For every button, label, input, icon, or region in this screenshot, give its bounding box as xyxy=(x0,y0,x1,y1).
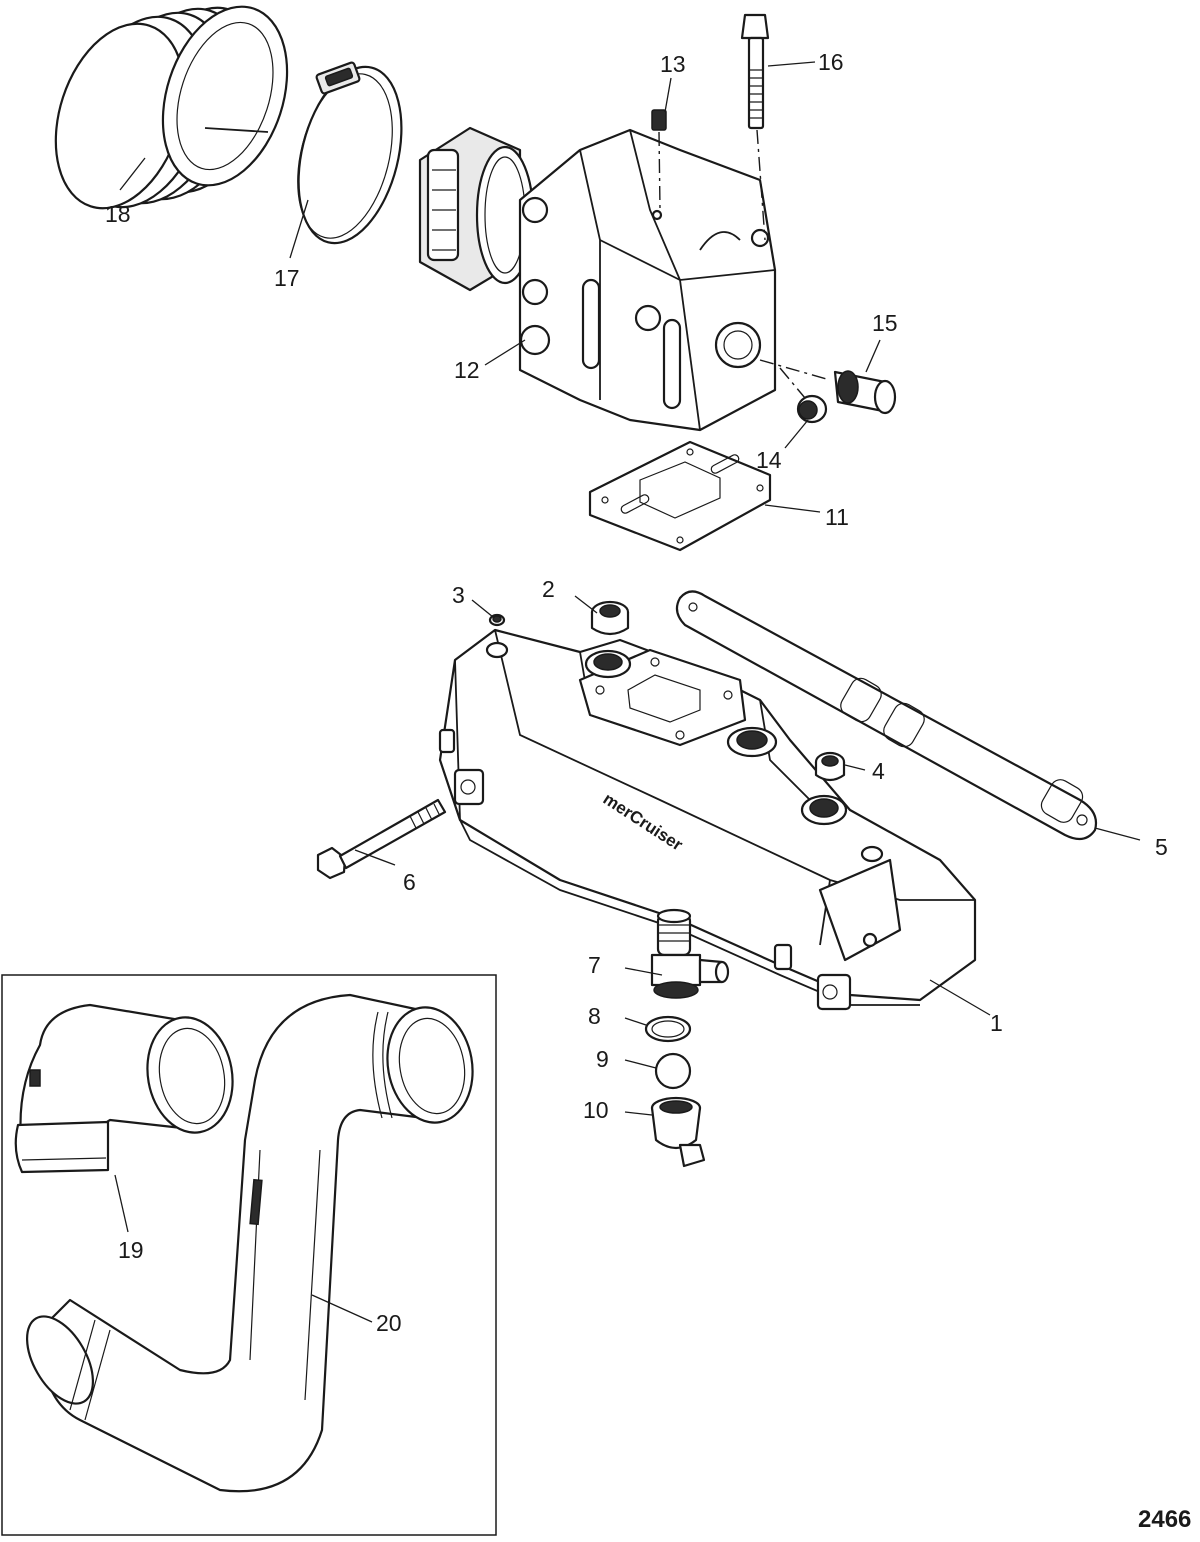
callout-15: 15 xyxy=(872,310,898,336)
part-19-elbow-hose xyxy=(14,1003,234,1174)
part-5-manifold-gasket xyxy=(675,590,1098,841)
callout-14: 14 xyxy=(756,447,782,473)
callout-9: 9 xyxy=(596,1046,609,1072)
part-4-plug xyxy=(814,751,846,782)
callout-11: 11 xyxy=(825,504,849,530)
part-15-hose-fitting xyxy=(759,359,897,415)
part-2-plug xyxy=(590,600,630,636)
part-7-drain-tee xyxy=(650,908,730,999)
figure-id: 2466 xyxy=(1138,1506,1191,1533)
callout-10: 10 xyxy=(583,1097,609,1123)
callout-labels: 1 2 3 4 5 6 7 8 9 10 11 12 13 14 15 16 1… xyxy=(105,49,1168,1336)
part-17-hose-clamp xyxy=(297,61,403,245)
callout-19: 19 xyxy=(118,1237,144,1263)
callout-6: 6 xyxy=(403,869,416,895)
callout-16: 16 xyxy=(818,49,844,75)
callout-18: 18 xyxy=(105,201,131,227)
part-10-drain-cap xyxy=(650,1096,706,1168)
callout-8: 8 xyxy=(588,1003,601,1029)
callout-3: 3 xyxy=(452,582,465,608)
callout-7: 7 xyxy=(588,952,601,978)
callout-20: 20 xyxy=(376,1310,402,1336)
callout-5: 5 xyxy=(1155,834,1168,860)
part-3-small-plug xyxy=(488,613,506,627)
inset-frame xyxy=(1,974,497,1536)
part-6-bolt xyxy=(316,798,447,880)
part-11-gasket xyxy=(588,440,772,552)
part-8-o-ring xyxy=(644,1015,692,1043)
part-9-ball xyxy=(654,1052,692,1090)
part-18-exhaust-bellows xyxy=(54,5,289,210)
callout-2: 2 xyxy=(542,576,555,602)
part-13-plug xyxy=(651,109,667,211)
callout-13: 13 xyxy=(660,51,686,77)
callout-17: 17 xyxy=(274,265,300,291)
leader-lines xyxy=(114,61,1141,1323)
callout-12: 12 xyxy=(454,357,480,383)
part-16-bolt xyxy=(740,13,770,241)
part-1-exhaust-manifold: merCruiser xyxy=(438,628,977,1011)
part-12-exhaust-elbow xyxy=(418,126,777,432)
callout-1: 1 xyxy=(990,1010,1003,1036)
callout-4: 4 xyxy=(872,758,885,784)
part-20-exhaust-pipe xyxy=(25,993,474,1493)
part-14-pipe-plug xyxy=(779,367,828,424)
